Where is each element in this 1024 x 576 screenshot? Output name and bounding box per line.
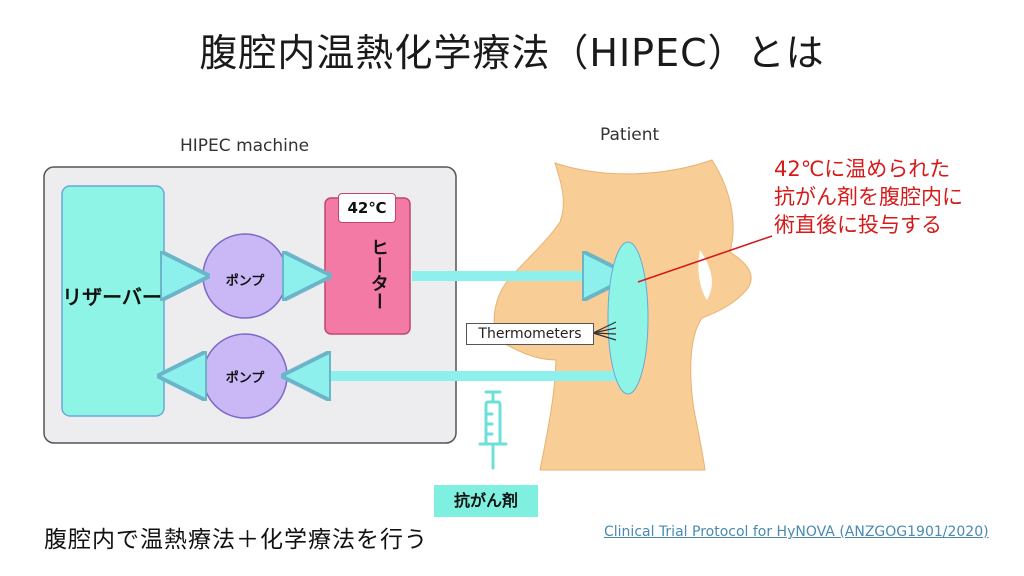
syringe-icon	[478, 390, 508, 470]
source-link[interactable]: Clinical Trial Protocol for HyNOVA (ANZG…	[604, 524, 989, 540]
machine-label: HIPEC machine	[180, 136, 310, 156]
drug-label: 抗がん剤	[434, 485, 538, 517]
heater-temp-badge: 42℃	[338, 193, 396, 223]
patient-label: Patient	[600, 125, 660, 145]
reservoir-label: リザーバー	[62, 285, 162, 309]
abdominal-cavity	[607, 241, 649, 395]
reservoir	[61, 185, 165, 417]
annotation-pointer-line	[637, 235, 773, 283]
annotation-text: 42℃に温められた 抗がん剤を腹腔内に 術直後に投与する	[774, 155, 1014, 239]
page-title: 腹腔内温熱化学療法（HIPEC）とは	[199, 31, 825, 75]
pump-bottom-label: ポンプ	[225, 371, 265, 386]
pump-top-label: ポンプ	[225, 274, 265, 289]
bottom-caption: 腹腔内で温熱療法＋化学療法を行う	[44, 527, 428, 553]
annotation-line-1: 42℃に温められた	[774, 157, 951, 181]
annotation-line-3: 術直後に投与する	[774, 213, 942, 237]
thermometer-probes	[592, 321, 617, 341]
heater-label: ヒーター	[368, 238, 389, 310]
annotation-line-2: 抗がん剤を腹腔内に	[774, 185, 963, 209]
patient-arm-gap	[698, 250, 712, 300]
thermometers-label: Thermometers	[466, 323, 594, 345]
